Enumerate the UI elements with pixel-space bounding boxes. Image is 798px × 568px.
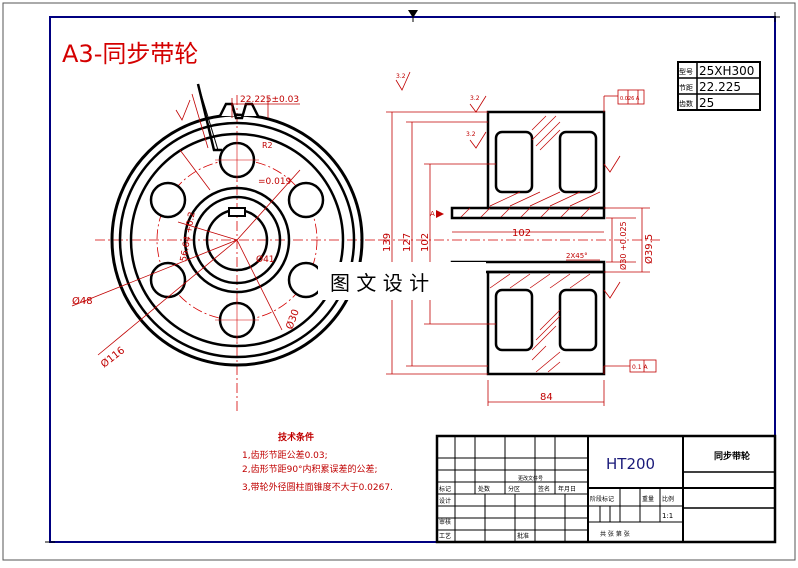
tech-note-3: 3,带轮外径圆柱面锥度不大于0.0267. bbox=[242, 481, 393, 493]
roughness-top: 3.2 bbox=[470, 95, 480, 102]
title-block-labels: 标记 处数 分区 更改文件号 签名 年月日 设计 审核 工艺 批准 阶段标记 重… bbox=[439, 475, 674, 540]
dim-39-5: Ø39.5 bbox=[643, 234, 655, 264]
dim-102-vertical: 102 bbox=[420, 233, 431, 252]
tb-label-sign: 签名 bbox=[538, 485, 550, 493]
top-center-marker bbox=[408, 10, 418, 18]
param-table: 型号 节距 齿数 25XH300 22.225 25 bbox=[677, 61, 761, 111]
tb-label-process: 工艺 bbox=[439, 532, 451, 540]
hatch-top bbox=[489, 115, 601, 207]
tb-label-sheets: 共 张 第 张 bbox=[600, 530, 630, 538]
section-bottom bbox=[486, 270, 606, 376]
dim-keyway-sym: =0.019 bbox=[258, 177, 292, 187]
param-value-0: 25XH300 bbox=[699, 64, 754, 78]
tech-note-2: 2,齿形节距90°内积累误差的公差; bbox=[242, 463, 378, 475]
sheet-title: A3-同步带轮 bbox=[62, 40, 198, 68]
dim-pitch: 22.225±0.03 bbox=[240, 95, 299, 105]
param-label-0: 型号 bbox=[679, 67, 693, 76]
watermark-text: 图 文 设 计 bbox=[330, 271, 429, 295]
dim-127: 127 bbox=[402, 233, 413, 252]
tb-label-mark: 标记 bbox=[439, 485, 451, 493]
tb-label-review: 审核 bbox=[439, 518, 451, 526]
dim-chamfer: 2X45° bbox=[566, 252, 588, 260]
roughness-mid: 3.2 bbox=[466, 131, 476, 138]
roughness-marks bbox=[395, 71, 621, 299]
tooth-pointer bbox=[196, 83, 222, 152]
tb-label-zone: 分区 bbox=[508, 485, 520, 493]
title-block bbox=[435, 434, 777, 544]
dim-102-horizontal: 102 bbox=[512, 228, 531, 239]
tb-label-change: 更改文件号 bbox=[518, 475, 543, 482]
tb-label-stage: 阶段标记 bbox=[590, 495, 614, 503]
hole-centerlines bbox=[215, 138, 259, 342]
tech-notes-heading: 技术条件 bbox=[278, 431, 314, 443]
roughness-low: 3.2 bbox=[396, 73, 406, 80]
tb-label-date: 年月日 bbox=[558, 485, 576, 493]
tolerance-frame-bottom: 0.1 A bbox=[629, 359, 657, 373]
runout-top: 0.026 A bbox=[620, 96, 640, 102]
dim-bore-tol: Ø30 +0.025 bbox=[618, 221, 628, 270]
tb-label-scale: 比例 bbox=[662, 495, 674, 503]
hub-mid bbox=[192, 195, 282, 285]
tb-label-design: 设计 bbox=[439, 497, 451, 505]
tb-label-count: 处数 bbox=[478, 485, 490, 493]
tech-notes: 技术条件 1,齿形节距公差0.03; 2,齿形节距90°内积累误差的公差; 3,… bbox=[242, 431, 393, 493]
material: HT200 bbox=[606, 455, 655, 473]
section-dim-lines bbox=[386, 95, 650, 406]
dim-139: 139 bbox=[382, 233, 393, 252]
hub-outer bbox=[183, 186, 291, 294]
dim-pcd: Ø48 bbox=[72, 295, 93, 307]
param-value-2: 25 bbox=[699, 96, 714, 110]
scale-value: 1:1 bbox=[662, 512, 673, 520]
dim-width: 84 bbox=[540, 392, 553, 403]
tb-label-approve: 批准 bbox=[517, 532, 529, 540]
pitch-circle bbox=[156, 159, 318, 321]
runout-bottom: 0.1 A bbox=[632, 364, 648, 371]
hatch-bottom bbox=[489, 273, 591, 373]
datum-label: A bbox=[430, 210, 435, 218]
keyway bbox=[228, 207, 246, 217]
corner-marks bbox=[45, 12, 780, 543]
dim-bore: Ø41 bbox=[256, 254, 275, 265]
section-view: 139 127 102 102 Ø30 +0.025 Ø39.5 2X45° 8… bbox=[380, 71, 660, 406]
rim-inner-circle bbox=[129, 132, 345, 348]
tech-note-1: 1,齿形节距公差0.03; bbox=[242, 449, 328, 461]
dim-r2: R2 bbox=[262, 141, 273, 150]
watermark-box bbox=[318, 262, 486, 300]
front-centerlines bbox=[95, 95, 385, 412]
hatch-hub-top bbox=[459, 207, 591, 219]
front-dim-lines bbox=[71, 93, 301, 356]
tolerance-frame-top: 0.026 A bbox=[617, 89, 645, 105]
rim-circle bbox=[118, 121, 356, 359]
param-value-1: 22.225 bbox=[699, 80, 741, 94]
tb-label-weight: 重量 bbox=[642, 495, 654, 503]
tooth-circle bbox=[110, 113, 364, 367]
param-label-1: 节距 bbox=[679, 84, 693, 92]
part-name: 同步带轮 bbox=[714, 450, 750, 462]
roughness-symbol-front bbox=[175, 99, 191, 121]
param-label-2: 齿数 bbox=[679, 99, 693, 108]
datum-marker bbox=[436, 210, 444, 218]
